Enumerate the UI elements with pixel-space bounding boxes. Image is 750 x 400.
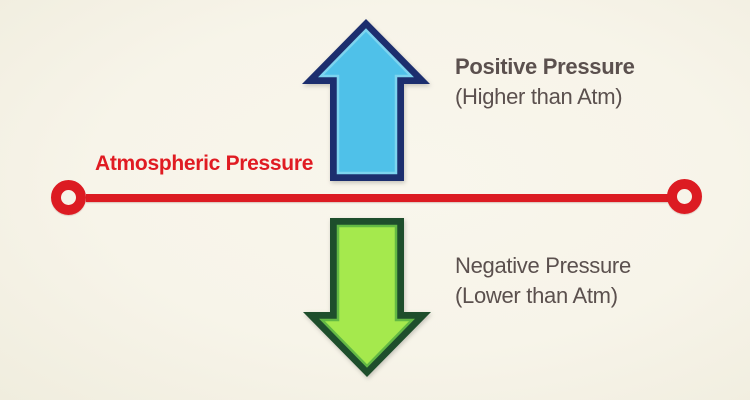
line-right-ring-icon (667, 179, 702, 214)
positive-pressure-text: Positive Pressure (Higher than Atm) (455, 52, 635, 112)
positive-pressure-up-arrow-icon (302, 19, 430, 181)
negative-pressure-title: Negative Pressure (455, 253, 631, 278)
atmospheric-pressure-line (86, 194, 668, 202)
line-left-ring-icon (51, 180, 86, 215)
negative-pressure-subtitle: (Lower than Atm) (455, 283, 618, 308)
positive-pressure-title: Positive Pressure (455, 54, 635, 79)
negative-pressure-text: Negative Pressure (Lower than Atm) (455, 251, 631, 311)
down-arrow-fill (319, 224, 415, 368)
negative-pressure-down-arrow-icon (303, 218, 431, 377)
up-arrow-fill (318, 28, 414, 175)
positive-pressure-subtitle: (Higher than Atm) (455, 84, 623, 109)
atmospheric-pressure-label: Atmospheric Pressure (95, 152, 314, 175)
